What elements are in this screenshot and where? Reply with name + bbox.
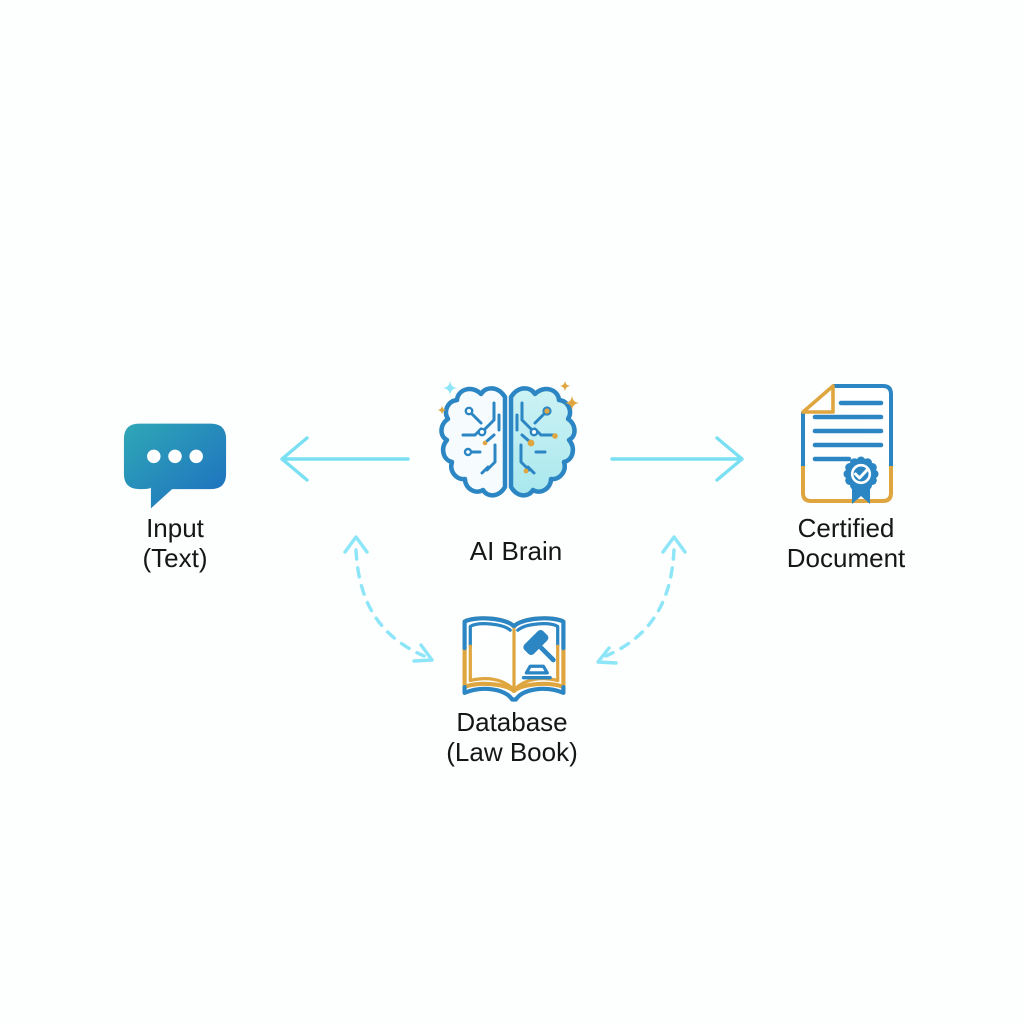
certified-badge-icon <box>843 456 879 504</box>
document-text-lines <box>812 400 884 462</box>
certified-document-icon <box>801 384 893 504</box>
arrow-to-certified-document <box>610 436 744 482</box>
sparkle-icons <box>437 380 579 415</box>
certified-document-label-line1: Certified <box>797 513 895 543</box>
ai-brain-label: AI Brain <box>406 536 626 566</box>
brain-icon <box>437 380 579 498</box>
input-label-line2: (Text) <box>142 543 208 573</box>
chat-bubble-icon <box>123 423 227 509</box>
database-label: Database (Law Book) <box>402 707 622 767</box>
gavel-icon <box>521 629 556 680</box>
certified-document-label-line2: Document <box>786 543 906 573</box>
ai-brain-label-line1: AI Brain <box>469 536 563 566</box>
brain-circuit-left <box>461 401 501 475</box>
arrow-to-input <box>280 436 410 482</box>
certified-document-label: Certified Document <box>736 513 956 573</box>
database-label-line2: (Law Book) <box>446 737 578 767</box>
law-book-icon <box>462 616 566 702</box>
input-label-line1: Input <box>146 513 204 543</box>
input-label: Input (Text) <box>65 513 285 573</box>
database-label-line1: Database <box>456 707 568 737</box>
